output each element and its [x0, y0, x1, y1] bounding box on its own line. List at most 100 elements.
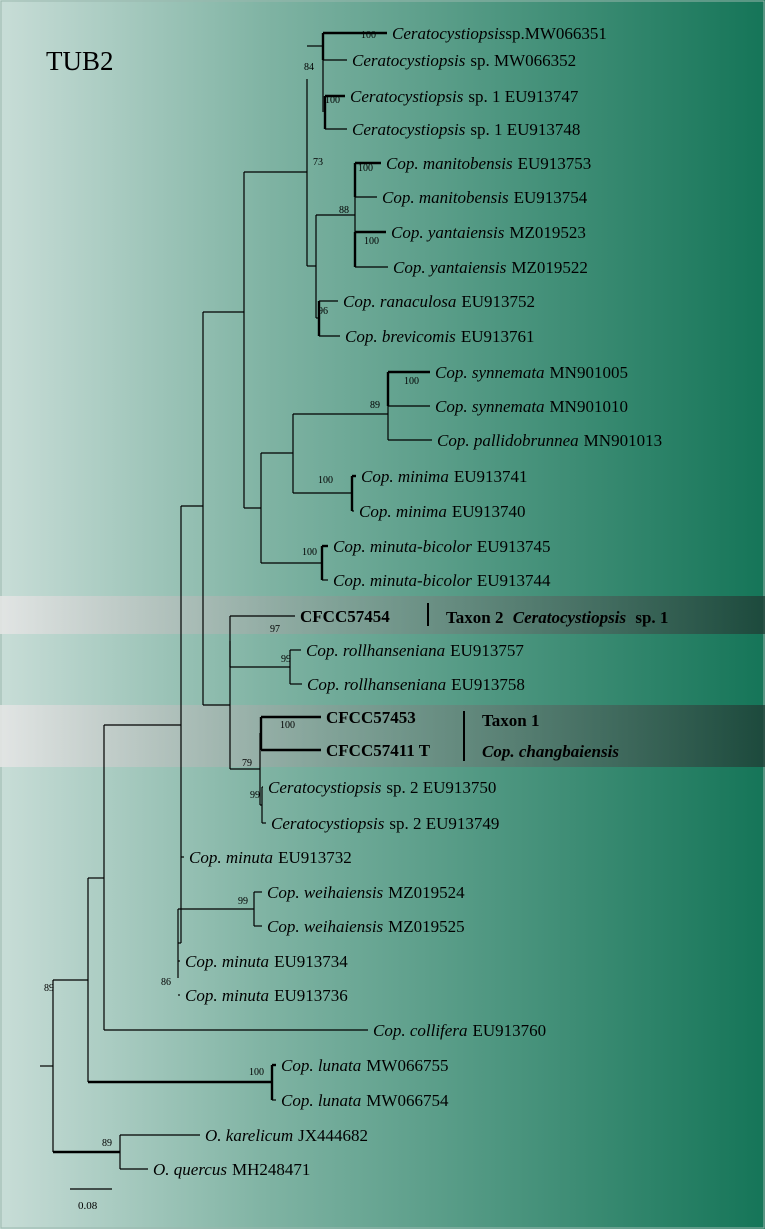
- taxon-label-genus: Ceratocystiopsis: [352, 51, 466, 70]
- taxon-label-accession: EU913744: [477, 571, 551, 590]
- taxon-label-accession: EU913757: [450, 641, 524, 660]
- tree-branches: [40, 31, 432, 1170]
- taxon-label-genus: Cop. collifera: [373, 1021, 467, 1040]
- figure-title: TUB2: [46, 46, 114, 76]
- taxon-label-genus: Cop. brevicomis: [345, 327, 456, 346]
- bootstrap-support-value: 100: [302, 547, 317, 558]
- bootstrap-support-value: 99: [250, 790, 260, 801]
- taxon-label-genus: Cop. lunata: [281, 1091, 361, 1110]
- taxon-label-accession: CFCC57411 T: [326, 741, 431, 760]
- bootstrap-support-value: 100: [361, 30, 376, 41]
- bootstrap-support-value: 100: [358, 163, 373, 174]
- taxon-label-accession: MW066754: [366, 1091, 449, 1110]
- taxon-label-genus: Cop. synnemata: [435, 363, 545, 382]
- taxon-label: Cop. minima EU913740: [359, 502, 526, 521]
- bootstrap-support-value: 100: [364, 236, 379, 247]
- taxon-label-genus: Ceratocystiopsis: [268, 778, 382, 797]
- taxon-label-accession: CFCC57453: [326, 708, 416, 727]
- taxon-label-accession: EU913760: [472, 1021, 546, 1040]
- bootstrap-support-value: 100: [249, 1067, 264, 1078]
- tip-labels: Ceratocystiopsissp.MW066351Ceratocystiop…: [153, 24, 662, 1179]
- taxon-label: Cop. lunata MW066754: [281, 1091, 449, 1110]
- taxon-label-accession: sp. 1 EU913748: [470, 120, 580, 139]
- taxon-label: Cop. pallidobrunnea MN901013: [437, 431, 662, 450]
- taxon-label-accession: sp. 2 EU913750: [386, 778, 496, 797]
- taxon-label-genus: Cop. yantaiensis: [391, 223, 505, 242]
- taxon-label-genus: Cop. minuta: [185, 952, 269, 971]
- taxon-label-genus: Cop. synnemata: [435, 397, 545, 416]
- taxon-label: Cop. rollhanseniana EU913757: [306, 641, 524, 660]
- taxon2-label: Taxon 2 Ceratocystiopsis sp. 1: [446, 608, 668, 627]
- taxon-label-genus: Cop. weihaiensis: [267, 883, 384, 902]
- taxon2-label-plain: Taxon 2: [446, 608, 503, 627]
- taxon-label: Cop. minuta-bicolor EU913744: [333, 571, 551, 590]
- taxon-label-accession: EU913745: [477, 537, 551, 556]
- bootstrap-support-value: 99: [281, 654, 291, 665]
- bootstrap-support-value: 89: [44, 983, 54, 994]
- taxon-label-accession: MZ019525: [388, 917, 465, 936]
- taxon-label-accession: EU913752: [461, 292, 535, 311]
- taxon-label-genus: Ceratocystiopsis: [271, 814, 385, 833]
- bootstrap-support-value: 89: [102, 1138, 112, 1149]
- taxon-label: Cop. minuta-bicolor EU913745: [333, 537, 551, 556]
- taxon-label: Cop. synnemata MN901005: [435, 363, 628, 382]
- taxon-label-genus: Cop. rollhanseniana: [306, 641, 445, 660]
- taxon-label-genus: Cop. minima: [359, 502, 447, 521]
- taxon-label-genus: Cop. minuta-bicolor: [333, 537, 472, 556]
- taxon-label-genus: Ceratocystiopsis: [352, 120, 466, 139]
- taxon-label-accession: MZ019522: [511, 258, 588, 277]
- taxon-label-genus: Cop. rollhanseniana: [307, 675, 446, 694]
- taxon-label: CFCC57453: [326, 708, 416, 727]
- bootstrap-support-value: 73: [313, 157, 323, 168]
- support-values: 1008410073100881009610089100100979910079…: [44, 30, 419, 1149]
- taxon-label-accession: MH248471: [232, 1160, 310, 1179]
- bootstrap-support-value: 96: [318, 306, 328, 317]
- taxon-label-accession: MZ019523: [509, 223, 586, 242]
- scale-bar-label: 0.08: [78, 1200, 98, 1212]
- taxon-label-accession: EU913741: [454, 467, 528, 486]
- taxon-label-genus: Ceratocystiopsis: [392, 24, 506, 43]
- bootstrap-support-value: 99: [238, 896, 248, 907]
- taxon-label-accession: EU913732: [278, 848, 352, 867]
- taxon-label: Ceratocystiopsissp.MW066351: [392, 24, 607, 43]
- bootstrap-support-value: 86: [161, 977, 171, 988]
- bootstrap-support-value: 100: [318, 475, 333, 486]
- taxon-label-genus: Cop. minima: [361, 467, 449, 486]
- bootstrap-support-value: 100: [404, 376, 419, 387]
- bootstrap-support-value: 89: [370, 400, 380, 411]
- taxon-label-accession: EU913758: [451, 675, 525, 694]
- bootstrap-support-value: 97: [270, 624, 280, 635]
- taxon-label-accession: EU913761: [461, 327, 535, 346]
- bootstrap-support-value: 79: [242, 758, 252, 769]
- taxon-label-accession: EU913740: [452, 502, 526, 521]
- taxon-label-accession: EU913734: [274, 952, 348, 971]
- taxon-label-genus: Cop. weihaiensis: [267, 917, 384, 936]
- taxon-label-genus: Cop. minuta-bicolor: [333, 571, 472, 590]
- bootstrap-support-value: 84: [304, 62, 314, 73]
- taxon-label-genus: Cop. lunata: [281, 1056, 361, 1075]
- taxon-label: Cop. collifera EU913760: [373, 1021, 546, 1040]
- taxon-label-genus: Cop. manitobensis: [386, 154, 513, 173]
- taxon-label-accession: MN901013: [584, 431, 662, 450]
- taxon-label-accession: sp.MW066351: [505, 24, 607, 43]
- taxon-label-accession: MN901005: [550, 363, 628, 382]
- taxon-label-genus: Ceratocystiopsis: [350, 87, 464, 106]
- taxon-label-genus: Cop. pallidobrunnea: [437, 431, 579, 450]
- bootstrap-support-value: 100: [325, 95, 340, 106]
- taxon-label-genus: Cop. minuta: [189, 848, 273, 867]
- taxon-label: Cop. brevicomis EU913761: [345, 327, 534, 346]
- taxon1-label-line2: Cop. changbaiensis: [482, 742, 619, 761]
